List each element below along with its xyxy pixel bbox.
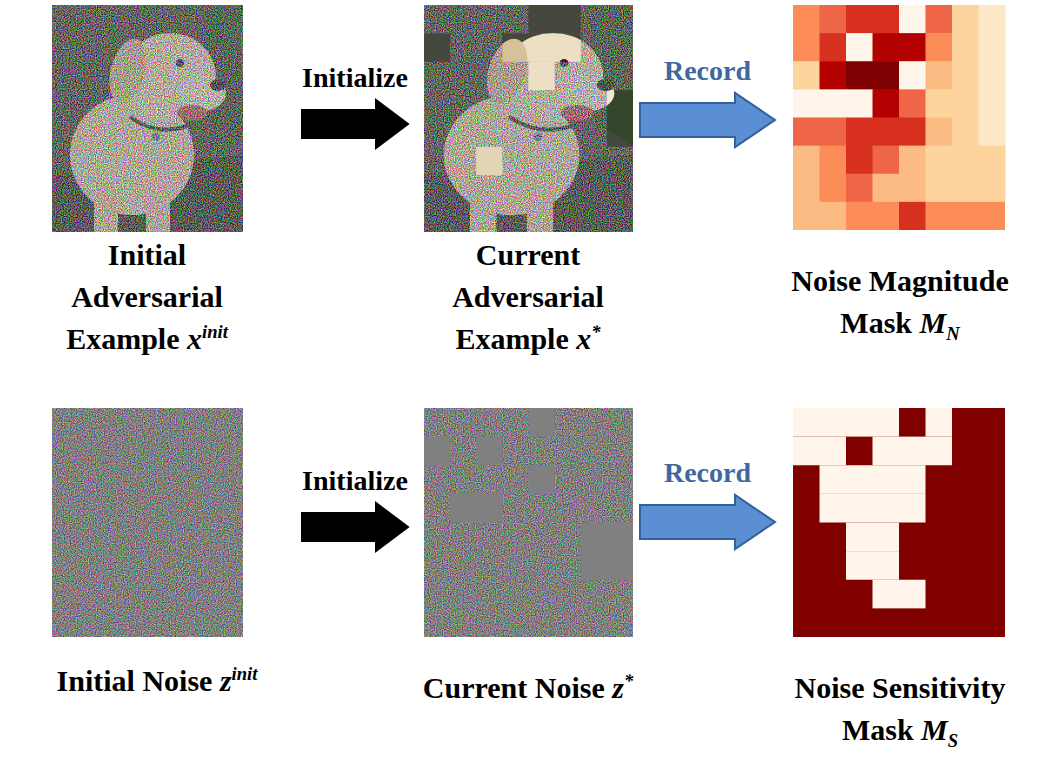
math-index: * — [591, 321, 600, 342]
block-arrow — [640, 93, 775, 147]
caption-text: Noise Sensitivity Mask — [795, 671, 1006, 746]
caption: Current Noisez* — [378, 667, 678, 709]
caption: Initial Adversarial Examplexinit — [45, 234, 250, 360]
image-panel: Current Adversarial Examplex* — [424, 5, 633, 232]
math-index: N — [946, 323, 959, 344]
math-variable: z — [612, 671, 624, 704]
math-variable: x — [187, 322, 202, 355]
math-variable: M — [921, 713, 948, 746]
math-index: * — [624, 670, 633, 691]
caption-text: Initial Noise — [57, 664, 213, 697]
edge-label: Initialize — [302, 62, 408, 94]
edge-label: Initialize — [302, 465, 408, 497]
caption: Noise Sensitivity MaskMS — [773, 667, 1028, 751]
caption: Initial Noisezinit — [9, 660, 305, 702]
math-index: init — [202, 321, 228, 342]
math-index: S — [948, 730, 958, 751]
image-panel: Noise Sensitivity MaskMS — [793, 408, 1005, 637]
math-variable: M — [920, 306, 947, 339]
block-arrow — [302, 503, 408, 551]
caption: Noise Magnitude MaskMN — [773, 260, 1028, 344]
math-index: init — [232, 663, 258, 684]
math-variable: x — [576, 322, 591, 355]
edge-label: Record — [664, 55, 751, 87]
image-panel: Initial Adversarial Examplexinit — [52, 5, 243, 232]
image-panel: Initial Noisezinit — [52, 408, 243, 637]
math-variable: z — [220, 664, 232, 697]
caption: Current Adversarial Examplex* — [426, 234, 631, 360]
edge-label: Record — [664, 457, 751, 489]
block-arrow — [302, 100, 408, 148]
block-arrow — [640, 495, 775, 549]
image-panel: Current Noisez* — [424, 408, 633, 637]
image-panel: Noise Magnitude MaskMN — [793, 5, 1005, 230]
caption-text: Current Noise — [423, 671, 605, 704]
caption-text: Noise Magnitude Mask — [791, 264, 1009, 339]
